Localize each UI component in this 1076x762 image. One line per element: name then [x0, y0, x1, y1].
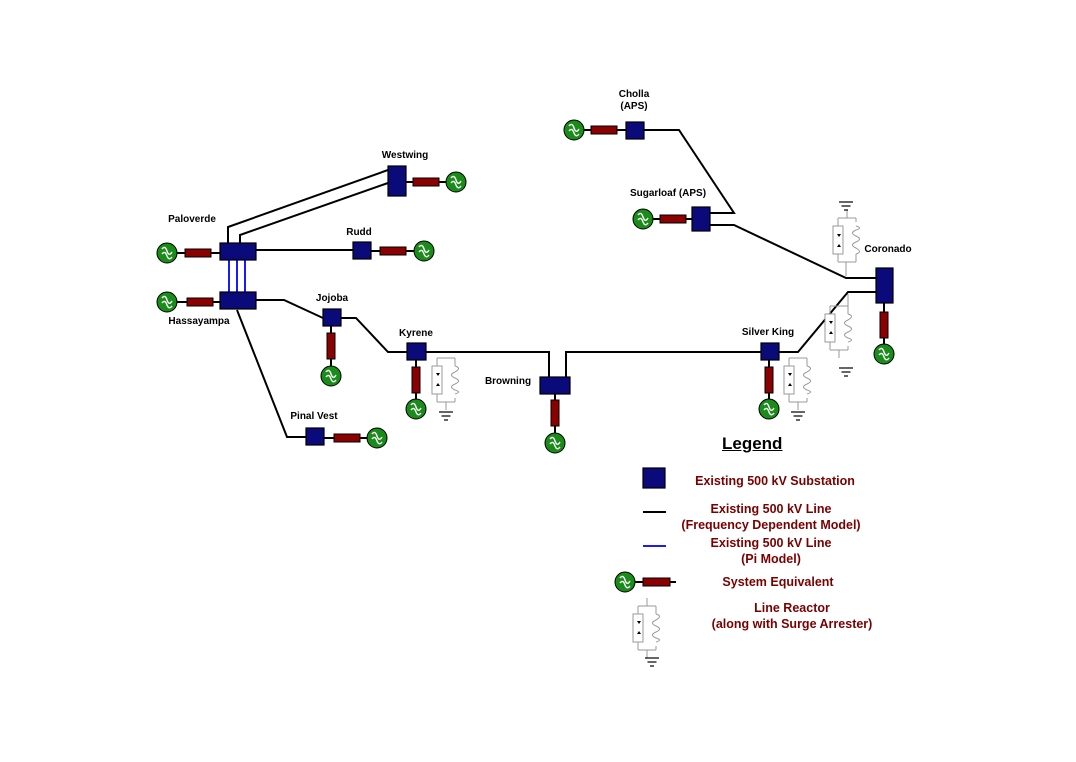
legend-line-reactor-icon: [632, 598, 660, 667]
coronado-label: Coronado: [864, 244, 912, 255]
westwing-equivalent: [406, 171, 467, 193]
kyrene-line-reactor: [431, 357, 459, 421]
legend-title: Legend: [722, 434, 783, 453]
cholla-substation[interactable]: [625, 121, 645, 140]
cholla-label-line1: Cholla: [618, 89, 650, 100]
fd-lines: [227, 129, 876, 438]
legend-pi-line-label-1: Existing 500 kV Line: [710, 536, 832, 550]
paloverde-equivalent: [156, 242, 220, 264]
browning-equivalent: [544, 394, 566, 454]
silver-king-equivalent: [758, 360, 780, 420]
legend-system-equivalent-icon: [614, 571, 676, 593]
kyrene-substation[interactable]: [406, 342, 427, 361]
pinal-vest-equivalent: [324, 427, 388, 449]
legend-substation-icon: [642, 467, 666, 489]
westwing-label: Westwing: [381, 150, 429, 161]
cholla-equivalent: [563, 119, 626, 141]
coronado-upper-line-reactor: [832, 201, 860, 276]
pinal-vest-label: Pinal Vest: [290, 411, 338, 422]
legend-symbols: [614, 467, 676, 667]
legend-system-equivalent-label: System Equivalent: [722, 575, 834, 589]
pi-lines: [228, 260, 246, 292]
sugarloaf-substation[interactable]: [691, 206, 711, 232]
legend-reactor-label-1: Line Reactor: [754, 601, 830, 615]
coronado-lower-line-reactor: [824, 294, 854, 377]
rudd-substation[interactable]: [352, 241, 372, 260]
browning-substation[interactable]: [539, 376, 571, 395]
jojoba-substation[interactable]: [322, 308, 342, 327]
kyrene-label: Kyrene: [399, 328, 433, 339]
silver-king-label: Silver King: [741, 327, 795, 338]
browning-label: Browning: [484, 376, 532, 387]
paloverde-label: Paloverde: [168, 214, 216, 225]
silver-king-substation[interactable]: [760, 342, 780, 361]
legend-fd-line-label-1: Existing 500 kV Line: [710, 502, 832, 516]
cholla-label-line2: (APS): [620, 101, 648, 112]
rudd-label: Rudd: [346, 227, 372, 238]
coronado-substation[interactable]: [875, 267, 894, 304]
pinal-vest-substation[interactable]: [305, 427, 325, 446]
hassayampa-equivalent: [156, 291, 220, 313]
coronado-equivalent: [873, 303, 895, 365]
paloverde-substation[interactable]: [219, 242, 257, 261]
legend-reactor-label-2: (along with Surge Arrester): [711, 617, 873, 631]
jojoba-equivalent: [320, 326, 342, 387]
legend-substation-label: Existing 500 kV Substation: [695, 474, 855, 488]
legend-fd-line-label-2: (Frequency Dependent Model): [681, 518, 861, 532]
hassayampa-substation[interactable]: [219, 291, 257, 310]
westwing-substation[interactable]: [387, 165, 407, 197]
sugarloaf-label: Sugarloaf (APS): [629, 188, 707, 199]
jojoba-label: Jojoba: [315, 293, 349, 304]
hassayampa-label: Hassayampa: [168, 316, 230, 327]
sugarloaf-equivalent: [632, 208, 692, 230]
silver-king-line-reactor: [783, 357, 811, 421]
kyrene-equivalent: [405, 360, 427, 420]
legend-pi-line-label-2: (Pi Model): [741, 552, 801, 566]
rudd-equivalent: [371, 240, 435, 262]
